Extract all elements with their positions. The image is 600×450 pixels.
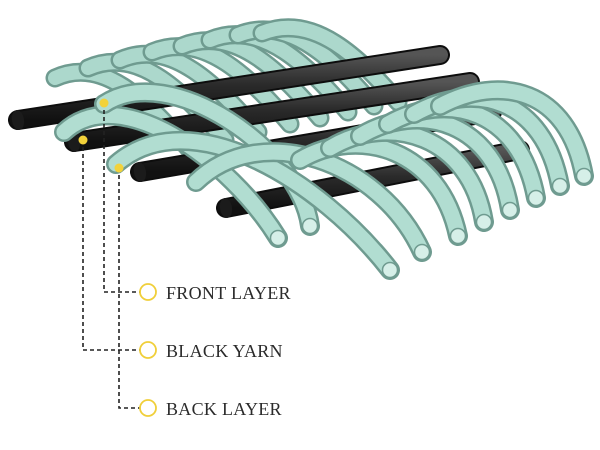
front-layer-yarns [54,80,594,280]
black-yarn-ring [139,341,157,359]
front-layer-label: FRONT LAYER [166,283,291,303]
front-layer-ring [139,283,157,301]
marker-dots [78,98,124,173]
callout-rings [139,283,157,417]
front-layer-marker [99,98,109,108]
back-layer-ring [139,399,157,417]
black-yarn-marker [78,135,88,145]
front-yarn [430,80,594,186]
black-yarn [64,72,480,152]
back-layer-label: BACK LAYER [166,399,282,419]
callout-leaders [82,103,140,409]
front-layer-leader [103,103,140,293]
back-layer-leader [118,168,140,409]
black-yarn-leader [82,140,140,351]
black-yarn-label: BLACK YARN [166,341,283,361]
back-layer-marker [114,163,124,173]
